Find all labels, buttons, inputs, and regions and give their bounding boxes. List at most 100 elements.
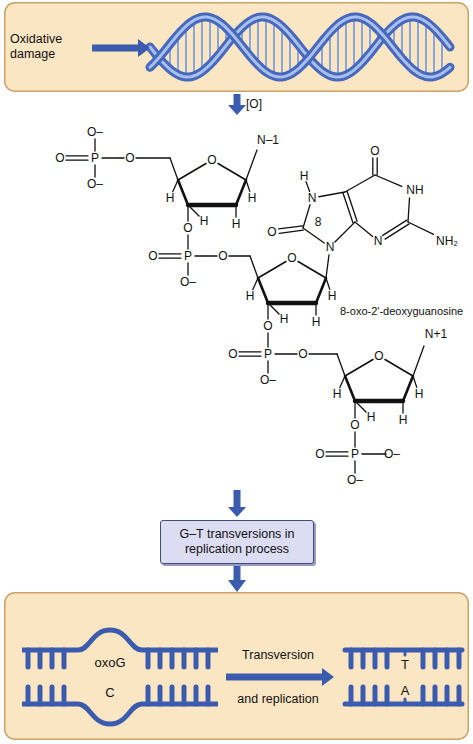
bond-line: [298, 262, 326, 278]
atom-label: H: [415, 388, 424, 400]
atom-label: N: [326, 241, 335, 253]
atom-label: P: [184, 250, 192, 262]
bond-line: [408, 198, 410, 222]
bond-line: [250, 256, 258, 278]
atom-label: O: [267, 226, 276, 238]
atom-label: H: [280, 313, 289, 325]
bond-line: [335, 222, 355, 242]
base-tick: [194, 650, 199, 667]
base-pair-rung: [345, 19, 347, 75]
base-tick: [457, 687, 462, 704]
atom-label: N: [308, 192, 317, 204]
atom-label: H: [166, 192, 175, 204]
base-label: T: [401, 658, 409, 671]
base-tick: [146, 687, 151, 704]
base-tick: [206, 650, 211, 667]
atom-label: H: [312, 316, 321, 328]
dna-helix-illustration: [4, 2, 469, 92]
bond-line: [187, 235, 188, 249]
base-tick: [158, 687, 163, 704]
atom-label: O: [298, 348, 307, 360]
bond-line: [94, 165, 95, 177]
bond-line: [239, 356, 261, 357]
bond-line: [306, 182, 310, 192]
base-tick: [194, 687, 199, 704]
base-pair-rung: [265, 17, 267, 72]
atom-label: O–: [87, 178, 103, 190]
bond-line: [159, 258, 181, 259]
helix-highlight: [150, 17, 450, 77]
bond-line: [326, 255, 329, 278]
bond-line: [354, 401, 355, 418]
base-tick: [62, 650, 67, 667]
atom-label: NH: [406, 184, 423, 196]
bond-line: [258, 262, 286, 278]
atom-label: O: [374, 350, 383, 362]
bond-line: [385, 224, 409, 239]
atom-label: O–: [384, 448, 400, 460]
base-pair-rung: [201, 17, 203, 71]
atom-label: O–: [260, 374, 276, 386]
bond-line: [343, 193, 353, 223]
panel-label: Oxidative damage: [10, 32, 90, 62]
bond-line: [354, 432, 355, 447]
base-tick: [50, 650, 55, 667]
bond-line: [377, 158, 378, 175]
base-tick: [404, 650, 407, 655]
atom-label: O: [370, 145, 379, 157]
base-tick: [445, 650, 450, 667]
bond-line: [355, 222, 373, 237]
bond-line: [326, 456, 348, 457]
bond-line: [408, 222, 434, 234]
base-tick: [349, 650, 354, 667]
bond-line: [315, 303, 316, 315]
bond-line: [375, 175, 402, 186]
base-tick: [404, 699, 407, 704]
base-tick: [206, 687, 211, 704]
base-tick: [170, 687, 175, 704]
atom-label: 8: [315, 216, 322, 228]
bond-line: [345, 360, 373, 376]
illustration-panel: Transversionand replication: [4, 592, 469, 740]
bond-line: [246, 180, 250, 191]
bond-line: [258, 278, 268, 303]
bond-line: [218, 164, 246, 180]
base-tick: [146, 650, 151, 667]
residue-label: N+1: [425, 328, 447, 340]
bond-line: [326, 278, 330, 289]
base-pair-rung: [433, 28, 435, 76]
helix-highlight: [150, 17, 450, 77]
bond-line: [235, 205, 236, 217]
bond-line: [246, 150, 257, 180]
bond-line: [195, 255, 217, 256]
atom-label: H: [367, 411, 376, 423]
base-tick: [385, 687, 390, 704]
bond-line: [136, 157, 170, 158]
dna-strand: [22, 704, 218, 724]
flow-arrow: [228, 490, 246, 517]
bond-line: [413, 346, 424, 376]
illustration-panel: Oxidative damage: [4, 2, 469, 92]
base-pair-rung: [417, 18, 419, 73]
base-tick: [361, 687, 366, 704]
atom-label: H: [399, 414, 408, 426]
bond-line: [319, 192, 345, 197]
atom-label: NH₂: [436, 235, 458, 247]
atom-label: H: [333, 388, 342, 400]
bond-line: [355, 399, 403, 404]
atom-label: P: [351, 448, 359, 460]
bond-line: [316, 278, 326, 303]
bond-line: [188, 205, 199, 216]
base-pair-rung: [409, 17, 411, 67]
base-tick: [26, 650, 31, 667]
base-pair-rung: [273, 20, 275, 76]
damage-arrow: [92, 39, 150, 57]
base-label: oxoG: [94, 656, 125, 669]
reaction-label: [O]: [246, 98, 262, 110]
base-tick: [26, 687, 31, 704]
base-pair-rung: [353, 17, 355, 70]
bond-line: [362, 453, 386, 454]
base-tick: [421, 687, 426, 704]
arrow-caption: Transversion: [242, 649, 314, 662]
bond-line: [402, 401, 403, 413]
